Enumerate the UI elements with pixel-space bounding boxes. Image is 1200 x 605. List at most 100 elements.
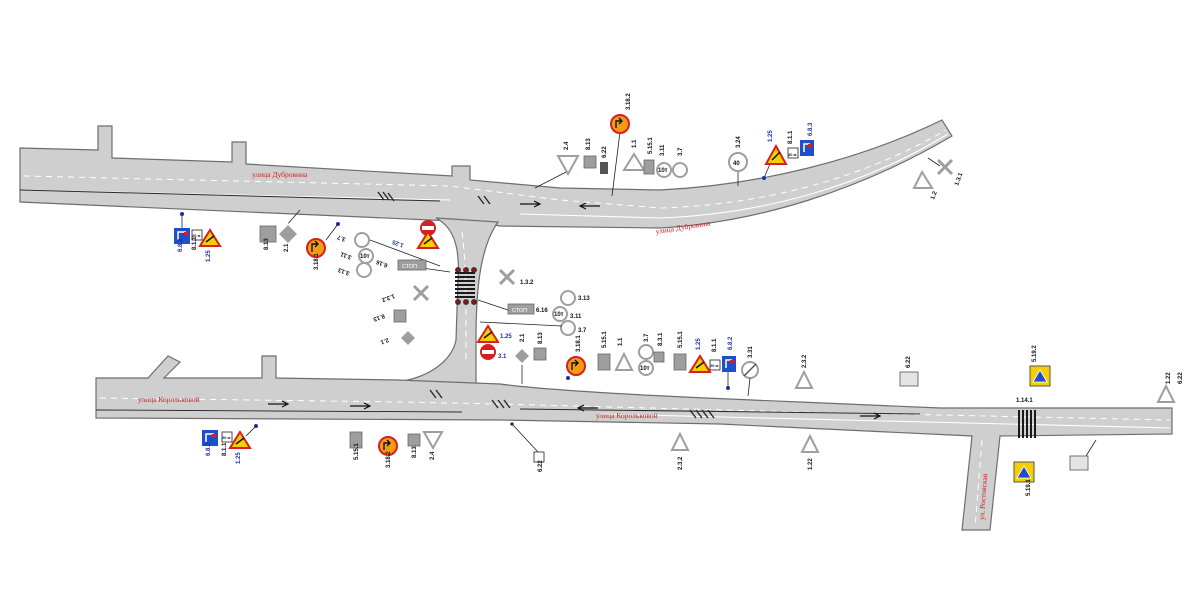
information-plate-icon bbox=[407, 433, 421, 447]
stop-plate-icon bbox=[507, 303, 535, 315]
sign-code: 1.25 bbox=[391, 238, 405, 248]
sign-value: 20 м bbox=[192, 233, 201, 238]
roadworks-icon bbox=[764, 143, 788, 165]
no-overtaking-icon bbox=[638, 344, 654, 360]
sign-code: 1.25 bbox=[500, 334, 512, 340]
sign-code: 3.13 bbox=[337, 266, 351, 276]
sign-code: 6.8.3 bbox=[808, 122, 814, 136]
sign-code: 3.18.2 bbox=[626, 93, 632, 110]
sign-code: 3.7 bbox=[336, 233, 347, 242]
sign-code: 2.1 bbox=[379, 336, 390, 345]
no-left-turn-icon bbox=[378, 436, 398, 456]
sign-code: 8.3.1 bbox=[658, 332, 664, 346]
lane-arrows bbox=[268, 200, 882, 420]
no-entry-icon bbox=[480, 344, 496, 360]
sign-code: 3.11 bbox=[339, 250, 352, 260]
sign-code: 6.8.2 bbox=[728, 336, 734, 350]
warning-triangle-icon bbox=[622, 152, 646, 171]
sign-code: 3.11 bbox=[660, 144, 666, 156]
lane-direction-icon bbox=[597, 353, 611, 371]
sign-code: 5.15.1 bbox=[678, 331, 684, 348]
dead-end-icon bbox=[722, 356, 736, 372]
pedestrian-crossing-icon bbox=[1013, 461, 1035, 483]
sign-code: 2.1 bbox=[520, 333, 526, 342]
signs-bottom: 6.8.2 20 м 8.1.1 1.25 5.15.1 3.18.2 8.13… bbox=[202, 422, 1097, 496]
sign-value: 10т bbox=[640, 366, 650, 372]
information-plate-icon bbox=[653, 351, 665, 363]
information-plate-icon bbox=[899, 371, 919, 387]
sign-code: 3.18.2 bbox=[386, 451, 392, 468]
warning-triangle-icon bbox=[614, 351, 634, 371]
railway-cross-icon bbox=[936, 158, 954, 176]
height-limit-icon bbox=[356, 262, 372, 278]
street-name: улица Дубровина bbox=[252, 170, 308, 179]
warning-triangle-icon bbox=[1156, 383, 1176, 403]
sign-code: 1.22 bbox=[1166, 372, 1172, 384]
information-plate-icon bbox=[533, 451, 545, 463]
sign-code: 3.24 bbox=[736, 136, 742, 148]
sign-code: 8.1.1 bbox=[222, 442, 228, 456]
road-network bbox=[19, 119, 1173, 531]
no-left-turn-icon bbox=[566, 356, 586, 376]
information-plate-icon bbox=[259, 225, 277, 243]
sign-code: 5.19.1 bbox=[1026, 479, 1032, 496]
hatching bbox=[377, 191, 715, 419]
information-plate-icon bbox=[583, 155, 597, 169]
warning-triangle-icon bbox=[912, 169, 934, 189]
signs-top: 3.18.2 2.4 8.13 6.22 1.1 5.15.1 10т 3.11… bbox=[534, 93, 965, 201]
sign-code: 1.22 bbox=[808, 458, 814, 470]
lane-direction-icon bbox=[673, 353, 687, 371]
no-left-turn-icon bbox=[610, 114, 630, 134]
sign-code: 6.22 bbox=[906, 356, 912, 368]
traffic-light-icon bbox=[455, 267, 477, 305]
sign-code: 1.25 bbox=[206, 250, 212, 262]
warning-triangle-icon bbox=[556, 155, 580, 177]
stop-plate-icon bbox=[397, 259, 427, 271]
dead-end-icon bbox=[202, 430, 218, 446]
plate-icon bbox=[600, 162, 608, 174]
sign-code: 5.15.1 bbox=[354, 443, 360, 460]
information-plate-icon bbox=[533, 347, 547, 361]
railway-cross-icon bbox=[412, 284, 430, 302]
sign-value: 20 м bbox=[710, 363, 719, 368]
marking-label: 1.14.1 bbox=[1016, 398, 1033, 404]
street-name: улица Корольковой bbox=[138, 395, 200, 404]
marking-labels: 1.14.1 bbox=[1016, 398, 1033, 404]
roadworks-icon bbox=[228, 430, 252, 449]
stop-plate-label: СТОП bbox=[402, 264, 417, 270]
roadworks-icon bbox=[476, 324, 500, 343]
no-overtaking-icon bbox=[672, 162, 688, 178]
sign-code: 1.3.2 bbox=[380, 292, 395, 302]
speed-limit-icon: 40 bbox=[728, 152, 748, 172]
no-overtaking-icon bbox=[560, 320, 576, 336]
weight-limit-icon: 10т bbox=[656, 162, 672, 178]
stop-plate-label: СТОП bbox=[512, 308, 527, 314]
sign-code: 2.4 bbox=[430, 451, 436, 460]
sign-code: 6.22 bbox=[1178, 372, 1184, 384]
dead-end-icon bbox=[800, 140, 814, 156]
sign-code: 3.18.1 bbox=[576, 335, 582, 352]
sign-code: 6.22 bbox=[538, 460, 544, 472]
sign-code: 8.13 bbox=[412, 446, 418, 458]
distance-plate-icon bbox=[191, 229, 203, 241]
sign-code: 3.7 bbox=[644, 333, 650, 342]
sign-value: 10т bbox=[360, 254, 370, 260]
sign-code: 8.13 bbox=[372, 312, 386, 322]
weight-limit-icon: 10т bbox=[358, 248, 374, 264]
sign-code: 3.7 bbox=[578, 328, 587, 334]
sign-code: 8.1.1 bbox=[192, 236, 198, 250]
sign-code: 8.1.1 bbox=[788, 130, 794, 144]
distance-plate-icon bbox=[787, 147, 799, 159]
lane-direction-icon bbox=[643, 159, 655, 175]
warning-triangle-icon bbox=[670, 431, 690, 451]
signs-center: 3.7 10т 3.11 3.13 СТОП 6.16 1.25 1.3.2 bbox=[336, 220, 590, 360]
pedestrian-crossing-right bbox=[1018, 410, 1036, 438]
pedestrian-crossing-icon bbox=[1029, 365, 1051, 387]
sign-code: 3.7 bbox=[678, 147, 684, 156]
railway-cross-icon bbox=[498, 268, 516, 286]
information-plate-icon bbox=[1069, 455, 1089, 471]
signs-left: 6.8.2 20 м 8.1.1 1.25 8.13 2.1 3.18.1 bbox=[174, 209, 340, 270]
sign-code: 1.1 bbox=[618, 337, 624, 346]
signs-lower: 2.1 8.13 3.18.1 5.15.1 1.1 3.7 10т 8.3.1… bbox=[512, 331, 1184, 403]
no-stopping-end-icon bbox=[741, 361, 759, 379]
